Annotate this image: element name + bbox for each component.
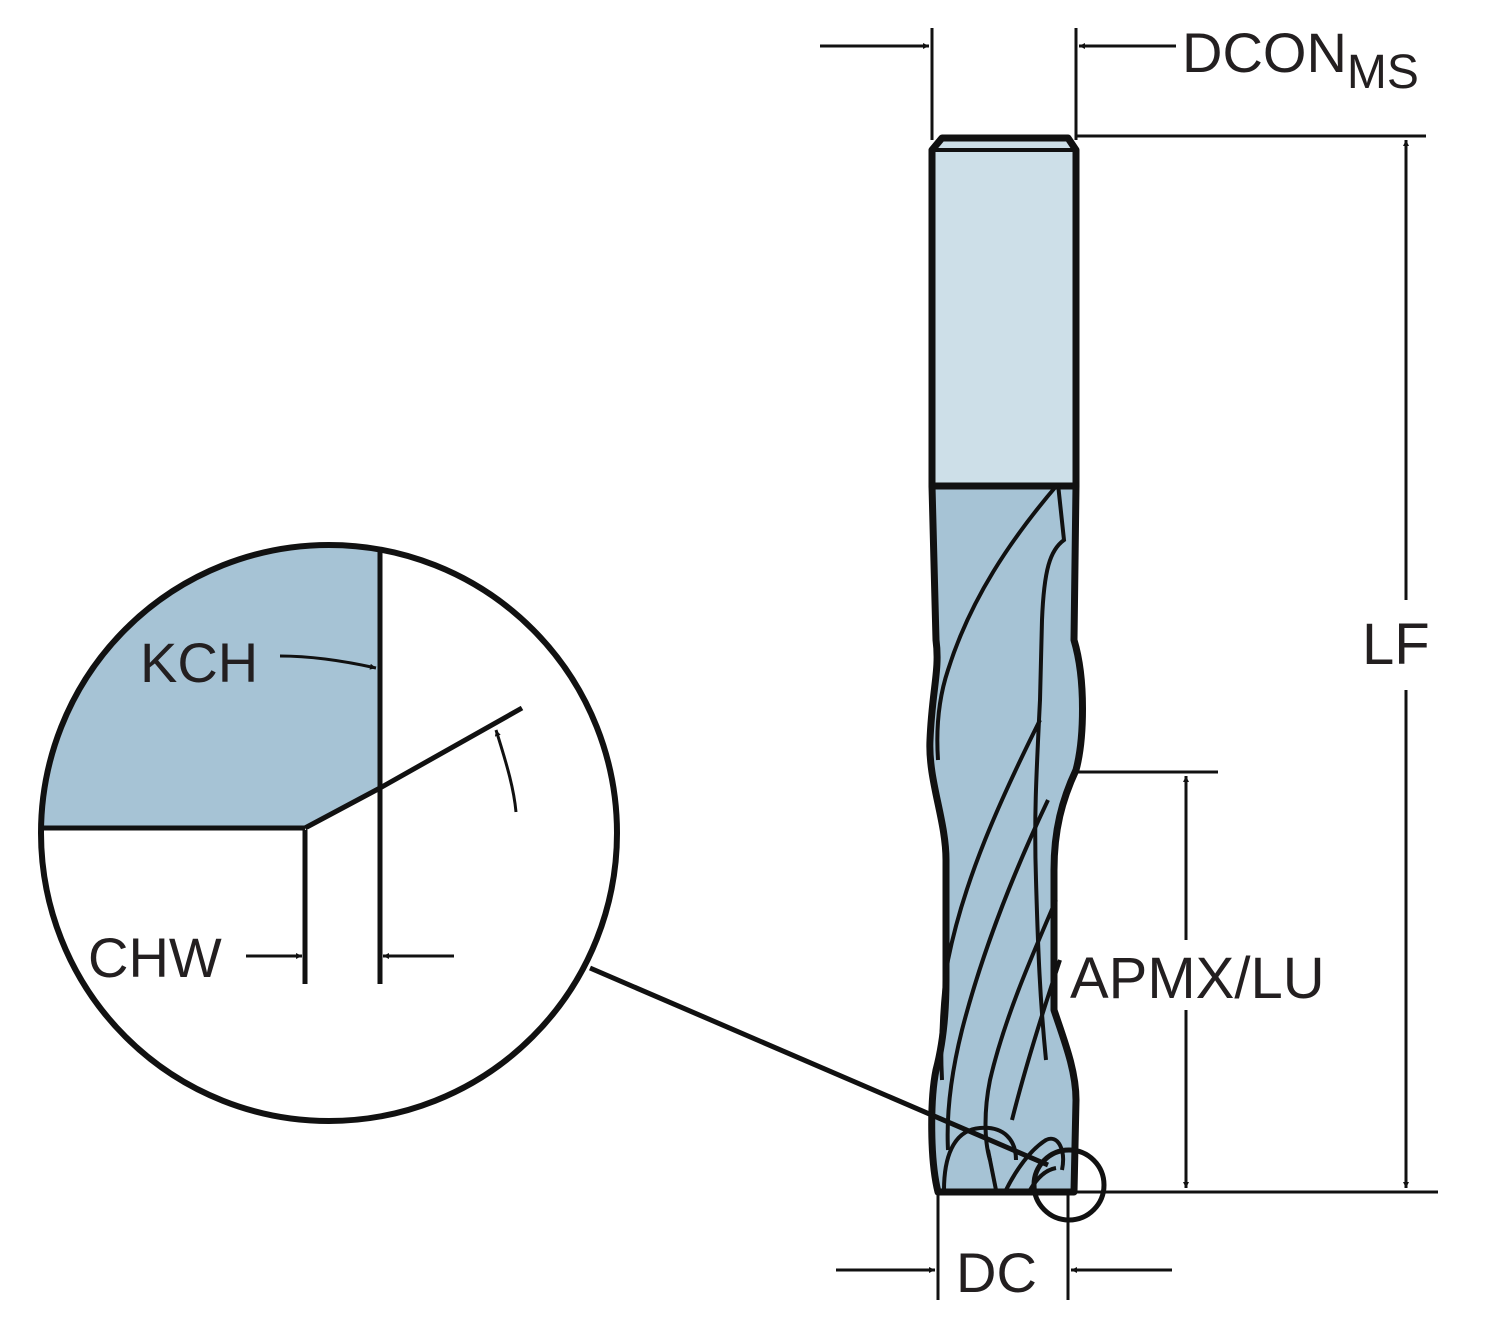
detail-circle (38, 542, 620, 1124)
kch-leader-arrow (279, 654, 377, 670)
kch-label: KCH (140, 631, 258, 694)
shank (928, 134, 1080, 490)
apmx-lu-label: APMX/LU (1070, 946, 1325, 1011)
lf-label: LF (1362, 612, 1430, 677)
detail-chamfer-edge (303, 785, 382, 831)
dc-label: DC (956, 1241, 1037, 1304)
apmx-lu-dimension (1078, 770, 1218, 1188)
detail-leader-line (589, 965, 1049, 1168)
lf-dimension (1076, 134, 1438, 1194)
detail-angle-line (378, 705, 524, 791)
flute-section (926, 482, 1086, 1196)
chw-label: CHW (88, 926, 222, 989)
angle-arc-arrow (494, 729, 518, 813)
chamfer-detail-view: KCH CHW (38, 542, 620, 1124)
tool-body (926, 134, 1086, 1196)
dcon-dimension (820, 28, 1176, 140)
dcon-label: DCONMS (1182, 21, 1419, 99)
dc-dimension (836, 1194, 1172, 1300)
